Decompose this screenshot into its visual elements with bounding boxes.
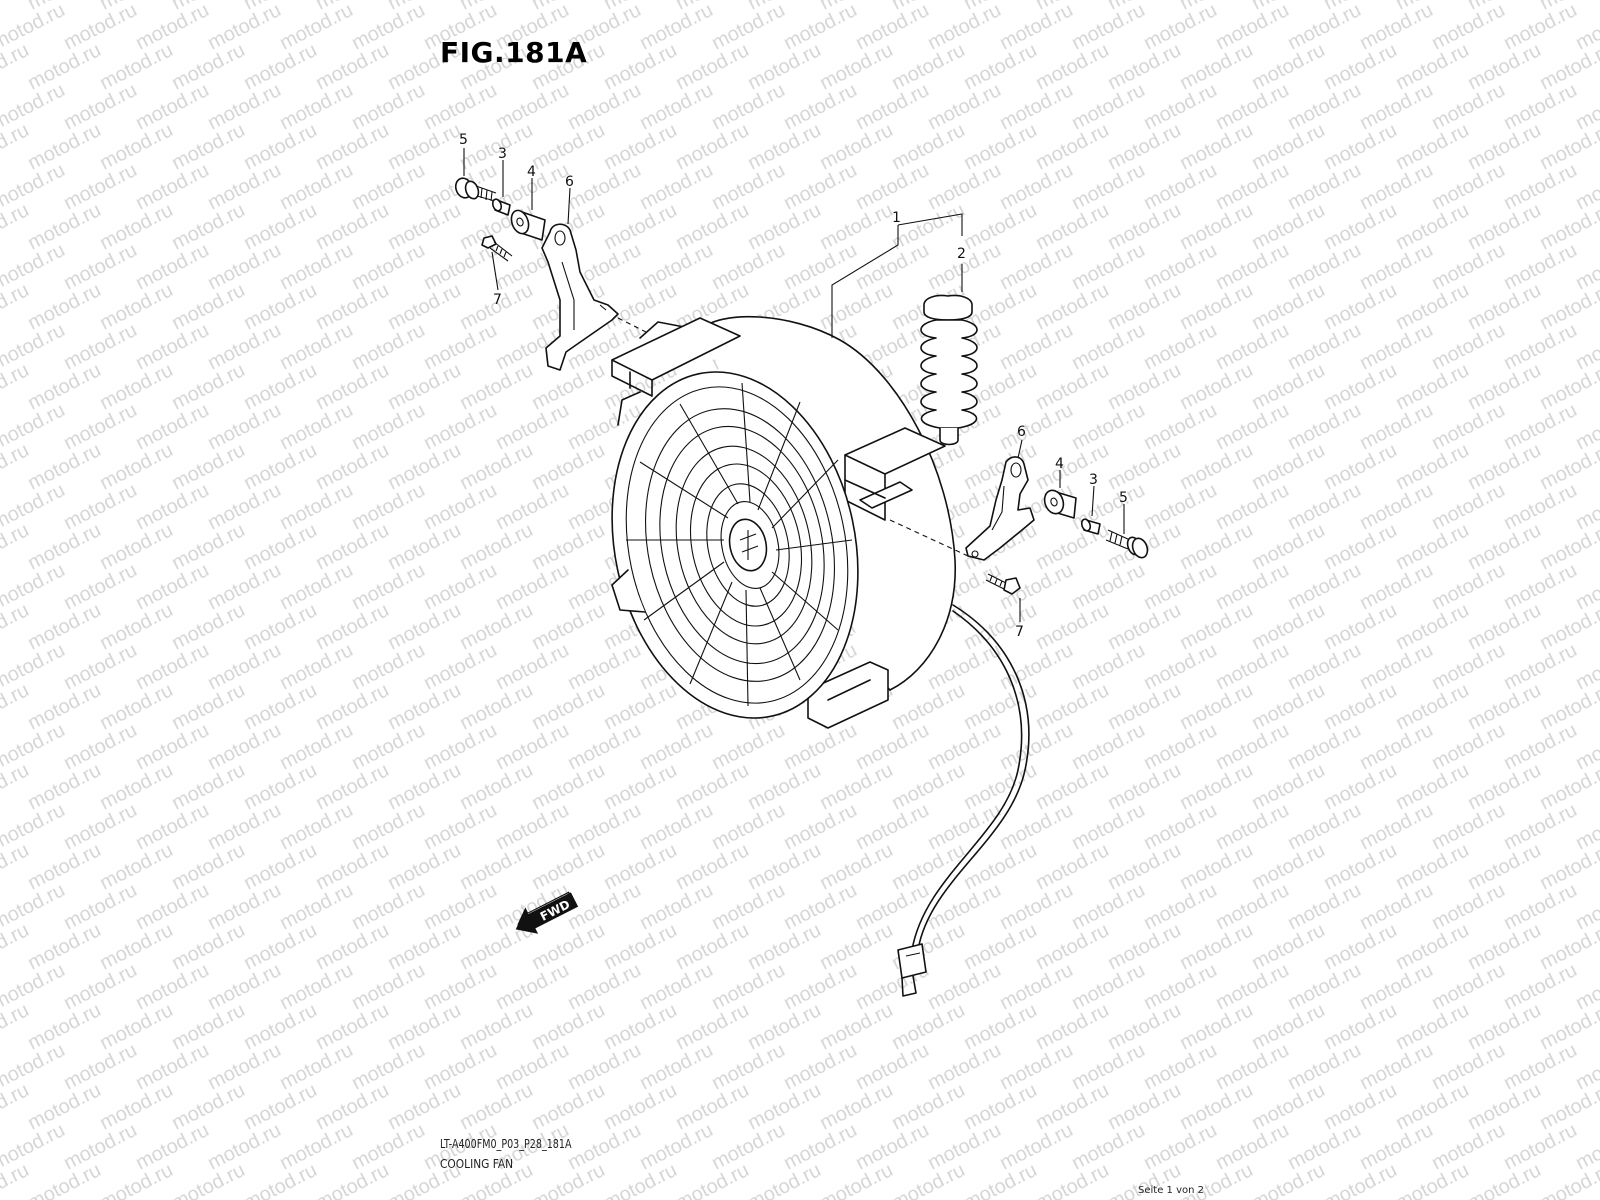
fan-bracket-right xyxy=(965,456,1035,561)
flange-bolt-right xyxy=(1105,529,1149,559)
section-caption: COOLING FAN xyxy=(440,1156,514,1171)
callout-cushion-right: 4 xyxy=(1055,456,1064,472)
rubber-cushion-left xyxy=(510,209,546,241)
thermo-cushion xyxy=(920,294,978,446)
callout-screw-left: 7 xyxy=(493,292,502,308)
leader-lines xyxy=(463,148,1125,622)
callout-collar-left: 3 xyxy=(498,146,507,162)
callout-labels: 1 2 5 3 4 6 7 6 4 3 5 7 xyxy=(459,132,1128,640)
rubber-cushion-right xyxy=(1043,489,1077,519)
callout-collar-right: 3 xyxy=(1089,472,1098,488)
collar-right xyxy=(1080,518,1101,535)
fan-wire-harness xyxy=(897,604,1030,997)
fan-assembly xyxy=(611,315,956,729)
callout-fan-assembly: 1 xyxy=(892,210,901,226)
callout-bolt-left: 5 xyxy=(459,132,468,148)
fwd-direction-arrow: FWD xyxy=(515,891,579,934)
callout-bracket-right: 6 xyxy=(1017,424,1026,440)
figure-title: FIG.181A xyxy=(440,36,588,69)
screw-right xyxy=(985,573,1021,595)
callout-thermo-cushion: 2 xyxy=(957,246,966,262)
collar-left xyxy=(491,198,511,216)
screw-left xyxy=(481,235,513,262)
page-indicator: Seite 1 von 2 xyxy=(1138,1185,1204,1196)
fan-bracket-left xyxy=(541,223,619,371)
flange-bolt-left xyxy=(454,177,497,202)
alignment-line-left xyxy=(617,317,651,335)
model-code: LT-A400FM0_P03_P28_181A xyxy=(440,1136,572,1151)
callout-screw-right: 7 xyxy=(1015,624,1024,640)
callout-cushion-left: 4 xyxy=(527,164,536,180)
callout-bolt-right: 5 xyxy=(1119,490,1128,506)
callout-bracket-left: 6 xyxy=(565,174,574,190)
